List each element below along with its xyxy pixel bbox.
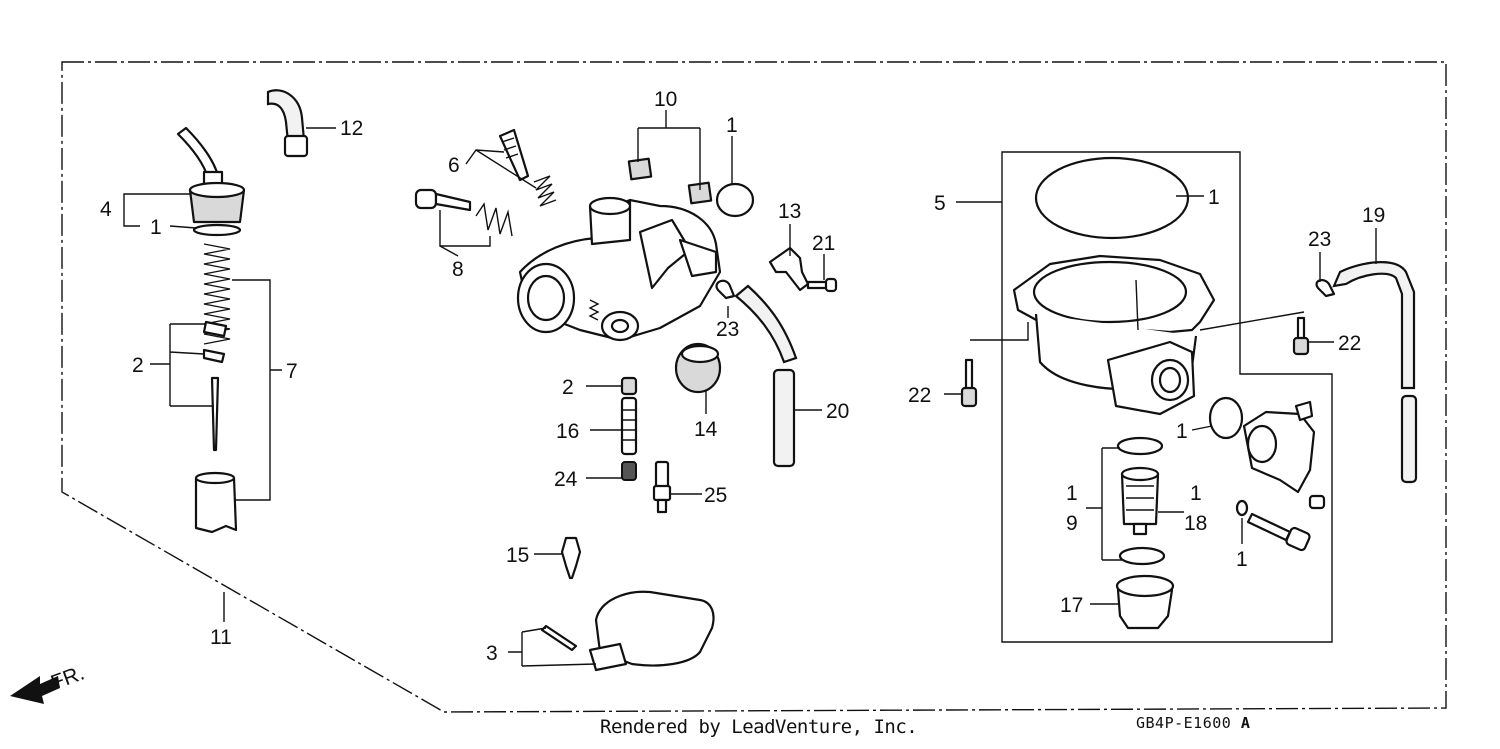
carburetor-body: [516, 196, 722, 342]
subassembly-boundary-5: [1001, 151, 1333, 643]
callout-1-filter: 1: [1066, 482, 1078, 505]
callout-1-drain-screw: 1: [1236, 548, 1248, 571]
leader-lines: [123, 110, 1377, 667]
part-4-top-cap[interactable]: [176, 126, 246, 224]
callout-2-main-jet: 2: [562, 376, 574, 399]
front-marker-label: FR.: [48, 662, 88, 695]
callout-23-center: 23: [716, 318, 739, 341]
part-17-drain-cup[interactable]: [1115, 574, 1175, 630]
footer-credit: Rendered by LeadVenture, Inc.: [600, 716, 918, 738]
part-2-needle-clip-set[interactable]: [202, 320, 228, 452]
callout-9: 9: [1066, 512, 1078, 535]
part-2-main-jet[interactable]: [620, 376, 638, 396]
callout-1-cap-gasket: 1: [150, 216, 162, 239]
callout-24: 24: [554, 468, 578, 491]
callout-20: 20: [826, 400, 849, 423]
part-7-throttle-valve[interactable]: [194, 471, 238, 534]
callout-1-filter-18: 1: [1190, 482, 1202, 505]
part-10-float-pins[interactable]: [627, 157, 713, 205]
assembly-boundary: [61, 61, 1447, 713]
part-1-drain-screw-oring[interactable]: [1235, 499, 1249, 517]
callout-18: 18: [1184, 512, 1207, 535]
callout-2-needle: 2: [132, 354, 144, 377]
part-14-cap[interactable]: [674, 342, 722, 394]
part-8-throttle-stop-screw[interactable]: [414, 188, 513, 237]
part-5-float-chamber[interactable]: [1012, 254, 1216, 416]
callout-8: 8: [452, 258, 464, 281]
callout-23-right: 23: [1308, 228, 1331, 251]
part-23-clip-right[interactable]: [1315, 279, 1336, 298]
part-15-float-valve[interactable]: [560, 536, 582, 580]
part-1-filter-oring-top[interactable]: [1116, 436, 1164, 456]
callout-3: 3: [486, 642, 498, 665]
part-16-needle-jet[interactable]: [620, 396, 638, 456]
callout-1-chamber-gasket: 1: [1208, 186, 1220, 209]
part-1-oring-top[interactable]: [715, 182, 755, 218]
callout-22-right: 22: [1338, 332, 1361, 355]
callout-7: 7: [286, 360, 298, 383]
part-drain-screw[interactable]: [1246, 512, 1311, 552]
part-screw-small[interactable]: [1308, 494, 1326, 510]
callout-11: 11: [210, 626, 232, 649]
part-6-air-screw[interactable]: [498, 128, 557, 207]
part-13-cable-bracket[interactable]: [768, 246, 810, 292]
part-22-screw-left[interactable]: [960, 358, 978, 408]
callout-labels: 12 4 1 2 7 11 10 1 6 8 13 21 23 2 14 20 …: [100, 88, 1385, 665]
callout-1-drain-oring: 1: [1176, 420, 1188, 443]
part-24-slow-jet-cap[interactable]: [621, 461, 637, 481]
callout-19: 19: [1362, 204, 1385, 227]
callout-22-left: 22: [908, 384, 931, 407]
callout-21: 21: [812, 232, 835, 255]
part-1-filter-oring-bottom[interactable]: [1118, 546, 1166, 566]
callout-13: 13: [778, 200, 801, 223]
part-23-hose-clip[interactable]: [715, 279, 736, 300]
part-18-filter[interactable]: [1120, 466, 1160, 536]
callout-4: 4: [100, 198, 112, 221]
callout-10: 10: [654, 88, 677, 111]
part-20-fuel-hose-upper[interactable]: [734, 284, 798, 364]
part-drain-housing[interactable]: [1242, 400, 1316, 494]
diagram-code-rev: A: [1240, 714, 1251, 732]
callout-25: 25: [704, 484, 727, 507]
callout-1-center: 1: [726, 114, 738, 137]
callout-6: 6: [448, 154, 460, 177]
part-3-float[interactable]: [540, 590, 715, 672]
diagram-code: GB4P-E1600 A: [1136, 714, 1250, 732]
part-21-bracket-screw[interactable]: [806, 277, 838, 293]
part-19-overflow-tube[interactable]: [1332, 261, 1418, 484]
diagram-code-id: GB4P-E1600: [1136, 714, 1232, 732]
callout-14: 14: [694, 418, 718, 441]
callout-5: 5: [934, 192, 946, 215]
front-direction-arrow-icon: [10, 676, 60, 704]
callout-17: 17: [1060, 594, 1083, 617]
part-12-vent-tube[interactable]: [266, 89, 309, 158]
part-22-screw-right[interactable]: [1292, 316, 1310, 356]
callout-15: 15: [506, 544, 529, 567]
callout-16: 16: [556, 420, 579, 443]
part-25-slow-jet[interactable]: [652, 460, 672, 514]
part-20-fuel-hose-lower[interactable]: [772, 368, 796, 468]
part-1-cap-gasket[interactable]: [192, 223, 242, 237]
callout-12: 12: [340, 117, 363, 140]
part-1-chamber-gasket[interactable]: [1034, 156, 1190, 240]
part-1-drain-oring[interactable]: [1208, 396, 1244, 440]
